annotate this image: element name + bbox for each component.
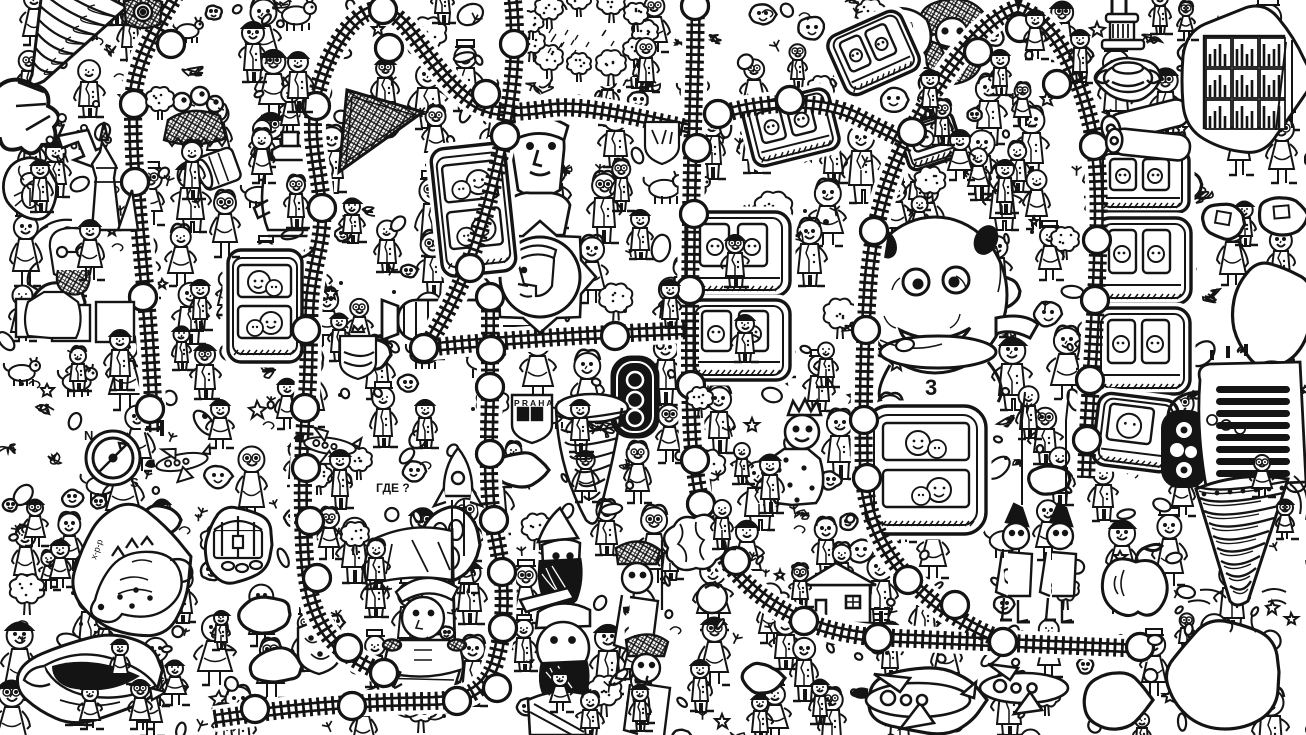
svg-text:3: 3: [925, 375, 937, 400]
svg-text:S: S: [130, 475, 139, 490]
svg-text:P R A H A: P R A H A: [514, 398, 553, 408]
svg-text:ГДЕ ?: ГДЕ ?: [376, 481, 410, 495]
svg-text:N: N: [84, 428, 93, 443]
svg-text:M: M: [54, 150, 72, 170]
